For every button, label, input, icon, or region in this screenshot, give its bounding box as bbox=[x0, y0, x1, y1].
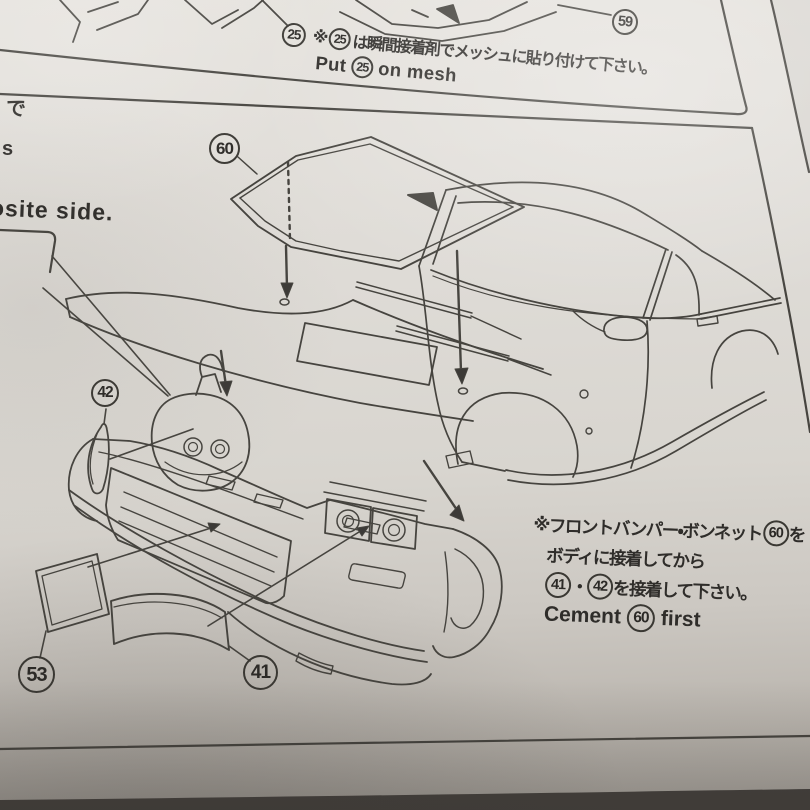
cement-note: ※フロントバンパー・ボンネット 60 を ボディに接着してから 41 ・ 42 … bbox=[529, 509, 805, 639]
hood-vent-mark bbox=[407, 192, 438, 211]
note-line4-prefix: Cement bbox=[543, 602, 622, 629]
part-callout-25-inline: 25 bbox=[327, 27, 352, 52]
left-fragment-letter: s bbox=[2, 138, 14, 160]
fog-light-pod bbox=[370, 507, 418, 550]
part-callout-41: 41 bbox=[243, 655, 278, 690]
note-line3-jp: を接着して下さい。 bbox=[612, 577, 757, 604]
part-42-drawing bbox=[87, 423, 110, 495]
part-callout-25-en: 25 bbox=[350, 55, 375, 80]
top-step-drawing-fragment bbox=[59, 0, 612, 43]
note-line1-suffix: を bbox=[788, 524, 806, 545]
top-note-en-prefix: Put bbox=[314, 52, 348, 76]
front-wheel-arch bbox=[455, 391, 579, 478]
part-callout-42: 42 bbox=[91, 379, 119, 407]
leader-lines bbox=[39, 255, 370, 662]
fog-light-pod bbox=[324, 498, 372, 542]
part-callout-60: 60 bbox=[209, 133, 240, 164]
wiper-blade bbox=[355, 281, 522, 340]
left-fragment-jp: で bbox=[5, 97, 26, 121]
grille-opening bbox=[105, 467, 292, 605]
left-fragment-side-note: osite side. bbox=[0, 194, 114, 226]
assembly-arrows bbox=[219, 244, 469, 522]
hood-drawing bbox=[230, 136, 525, 270]
part-callout-53: 53 bbox=[18, 656, 55, 693]
note-callout-42: 42 bbox=[586, 573, 614, 601]
part-callout-25: 25 bbox=[280, 22, 307, 49]
note-marker: ※ bbox=[312, 28, 328, 47]
adjacent-box-shade bbox=[771, 0, 810, 172]
note-callout-60-en: 60 bbox=[626, 603, 656, 633]
rear-wheel-arch bbox=[710, 329, 779, 389]
car-body-drawing bbox=[418, 181, 782, 486]
note-line2-jp: ボディに接着してから bbox=[545, 545, 705, 572]
note-line3-separator: ・ bbox=[570, 575, 588, 597]
door-handle bbox=[696, 315, 719, 327]
cowl-panel-drawing bbox=[65, 281, 552, 422]
note-line4-suffix: first bbox=[660, 606, 702, 632]
note-callout-41: 41 bbox=[544, 571, 572, 599]
part-41-drawing bbox=[110, 593, 230, 651]
part-53-drawing bbox=[35, 553, 110, 633]
side-indicator-recess bbox=[450, 548, 485, 629]
note-callout-60: 60 bbox=[762, 519, 790, 547]
front-bumper-drawing bbox=[67, 438, 503, 686]
note-line1-marker: ※ bbox=[533, 513, 550, 535]
leader-60 bbox=[237, 156, 258, 175]
wiper-blade bbox=[395, 325, 552, 376]
side-mirror bbox=[603, 316, 648, 342]
photo-bottom-paper-edge bbox=[0, 789, 810, 810]
step-box-borders bbox=[0, 0, 810, 751]
